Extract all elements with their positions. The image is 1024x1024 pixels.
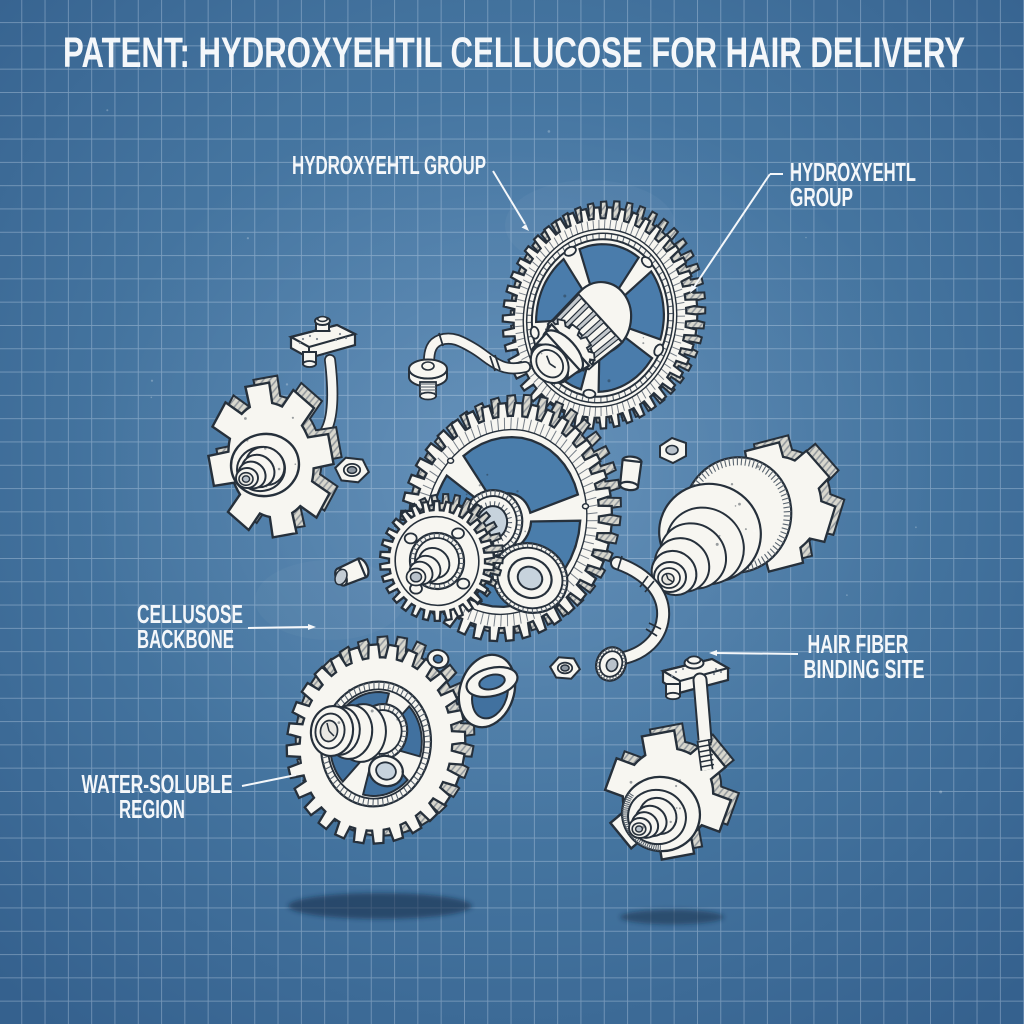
- svg-text:HYDROXYEHTL: HYDROXYEHTL: [790, 157, 916, 187]
- svg-text:GROUP: GROUP: [790, 182, 853, 212]
- svg-text:REGION: REGION: [119, 794, 185, 824]
- svg-text:BACKBONE: BACKBONE: [137, 624, 234, 654]
- svg-text:PATENT: HYDROXYEHTIL CELLUCOSE: PATENT: HYDROXYEHTIL CELLUCOSE FOR HAIR …: [63, 29, 965, 77]
- svg-text:CELLUSOSE: CELLUSOSE: [137, 599, 243, 629]
- svg-text:HYDROXYEHTL GROUP: HYDROXYEHTL GROUP: [292, 150, 486, 180]
- svg-text:BINDING SITE: BINDING SITE: [804, 654, 925, 684]
- svg-text:WATER-SOLUBLE: WATER-SOLUBLE: [82, 769, 233, 799]
- svg-text:HAIR FIBER: HAIR FIBER: [808, 629, 909, 659]
